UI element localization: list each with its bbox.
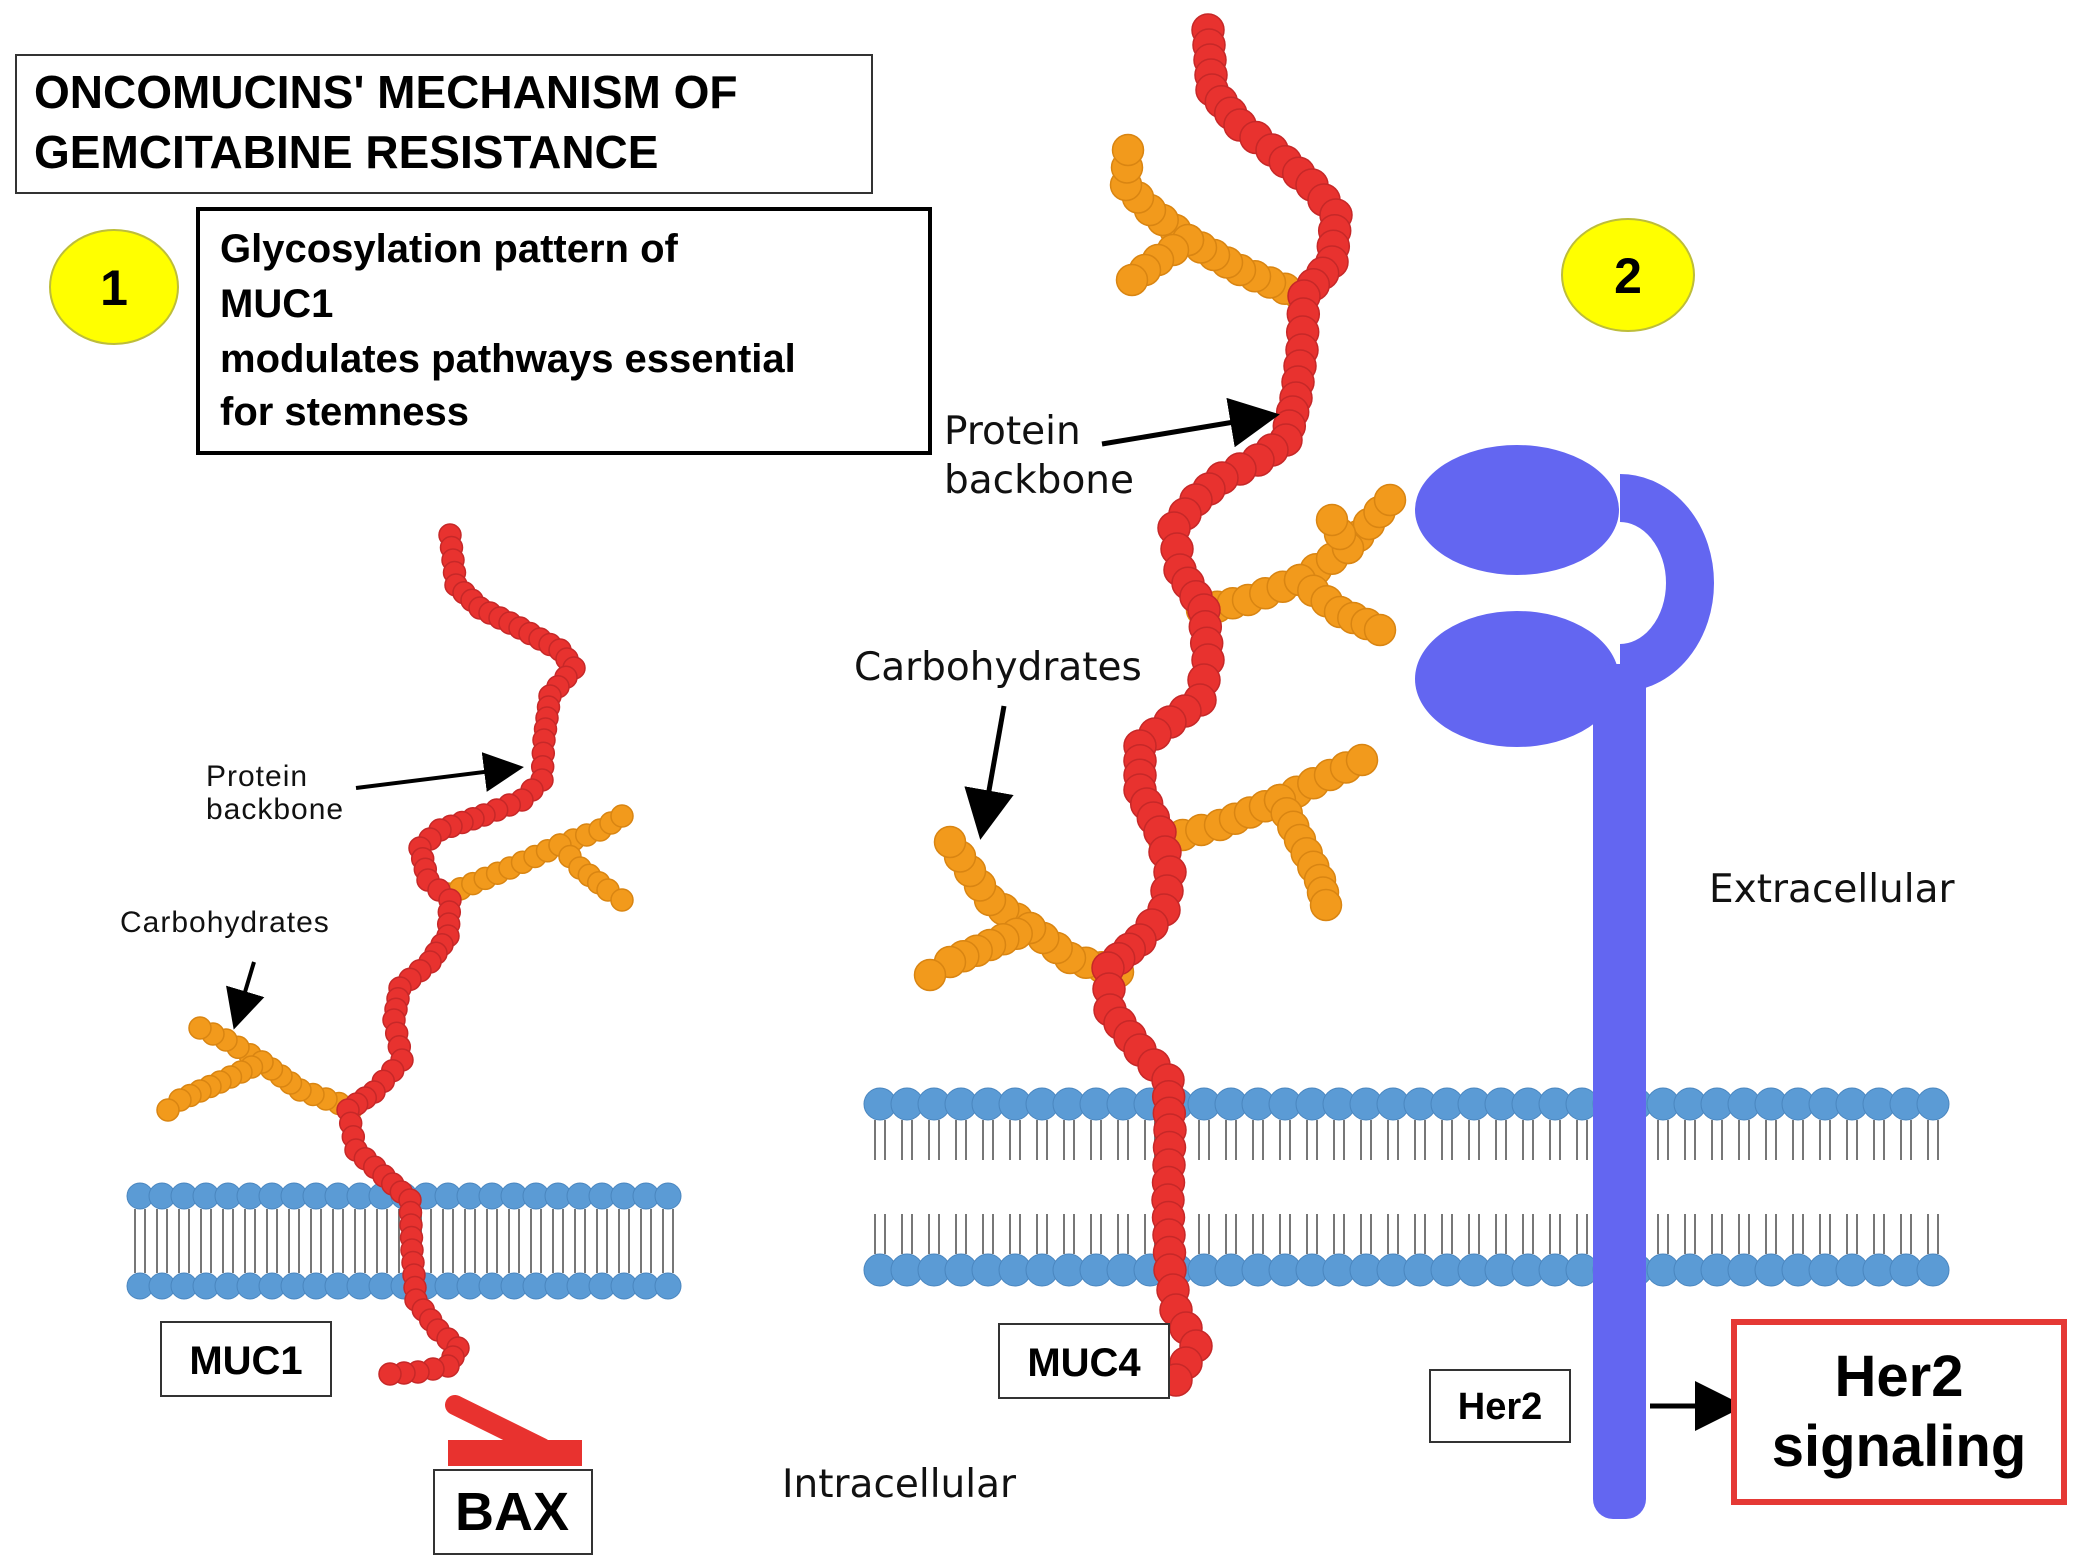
muc4-label: MUC4 [1027, 1341, 1141, 1385]
muc1-labels: Protein backbone Carbohydrates MUC1 [120, 752, 524, 1397]
step-1-line-3: modulates pathways essential [220, 337, 796, 381]
her2-receptor [1415, 445, 1714, 1519]
her2-label: Her2 [1458, 1386, 1543, 1428]
carb-bead [610, 888, 634, 912]
muc1-protein-label-2: backbone [206, 793, 344, 826]
muc1-protein-backbone [336, 523, 586, 1386]
bax-inhibition: BAX [433, 1395, 593, 1555]
step-1-line-4: for stemness [220, 390, 469, 434]
her2-signaling-line-1: Her2 [1835, 1344, 1964, 1409]
step-2-badge: 2 [1561, 218, 1695, 332]
step-1-badge: 1 [49, 229, 179, 345]
bax-box [433, 1469, 593, 1555]
extracellular-label: Extracellular [1709, 867, 1956, 912]
muc1-box [160, 1321, 332, 1397]
carb-bead [933, 825, 967, 859]
inhibition-bar [448, 1440, 582, 1466]
step-1-textbox: Glycosylation pattern of MUC1 modulates … [196, 207, 932, 455]
bax-label: BAX [455, 1482, 569, 1542]
carb-bead [1345, 743, 1379, 777]
her2-labels: Her2 Her2 signaling [1429, 1319, 2067, 1505]
muc4-protein-backbone [1091, 13, 1353, 1397]
carb-bead [1315, 503, 1349, 537]
title-line-1: ONCOMUCINS' MECHANISM OF [34, 66, 737, 118]
muc1-protein-label-1: Protein [206, 760, 308, 793]
muc1-carb-label: Carbohydrates [120, 906, 330, 939]
muc4-box [998, 1323, 1170, 1399]
intracellular-label: Intracellular [782, 1462, 1017, 1507]
carb-bead [1363, 613, 1397, 647]
carb-bead [1373, 483, 1407, 517]
carb-bead [913, 958, 947, 992]
her2-signaling-box [1731, 1319, 2067, 1505]
muc4-carb-label: Carbohydrates [854, 645, 1142, 690]
muc4-protein-arrow [1101, 397, 1280, 448]
muc1-carb-arrow [226, 961, 265, 1030]
her2-signaling-line-2: signaling [1772, 1414, 2027, 1479]
muc4-labels: Protein backbone Carbohydrates MUC4 [854, 397, 1280, 1399]
carb-bead [156, 1098, 180, 1122]
muc1-protein-arrow [355, 752, 524, 792]
muc1-label: MUC1 [189, 1339, 302, 1383]
lipid-head [1916, 1087, 1950, 1121]
lipid-head [654, 1182, 682, 1210]
her2-box [1429, 1369, 1571, 1443]
carb-bead [188, 1016, 212, 1040]
muc4-protein-label-1: Protein [944, 409, 1081, 454]
step-2-number: 2 [1614, 248, 1642, 304]
lipid-head [1916, 1253, 1950, 1287]
carb-bead [1111, 133, 1145, 167]
title-line-2: GEMCITABINE RESISTANCE [34, 126, 658, 178]
lipid-head [654, 1272, 682, 1300]
step-1-number: 1 [100, 260, 128, 316]
cell-membrane-muc4 [863, 1087, 1950, 1287]
carb-bead [1309, 888, 1343, 922]
muc4-protein-label-2: backbone [944, 458, 1134, 503]
step-1-line-1: Glycosylation pattern of [220, 227, 679, 271]
step-1-line-2: MUC1 [220, 282, 333, 326]
title-box: ONCOMUCINS' MECHANISM OF GEMCITABINE RES… [15, 54, 873, 194]
carb-bead [610, 804, 634, 828]
carb-bead [1115, 263, 1149, 297]
protein-bead [378, 1362, 402, 1386]
muc4-carb-arrow [964, 705, 1014, 840]
